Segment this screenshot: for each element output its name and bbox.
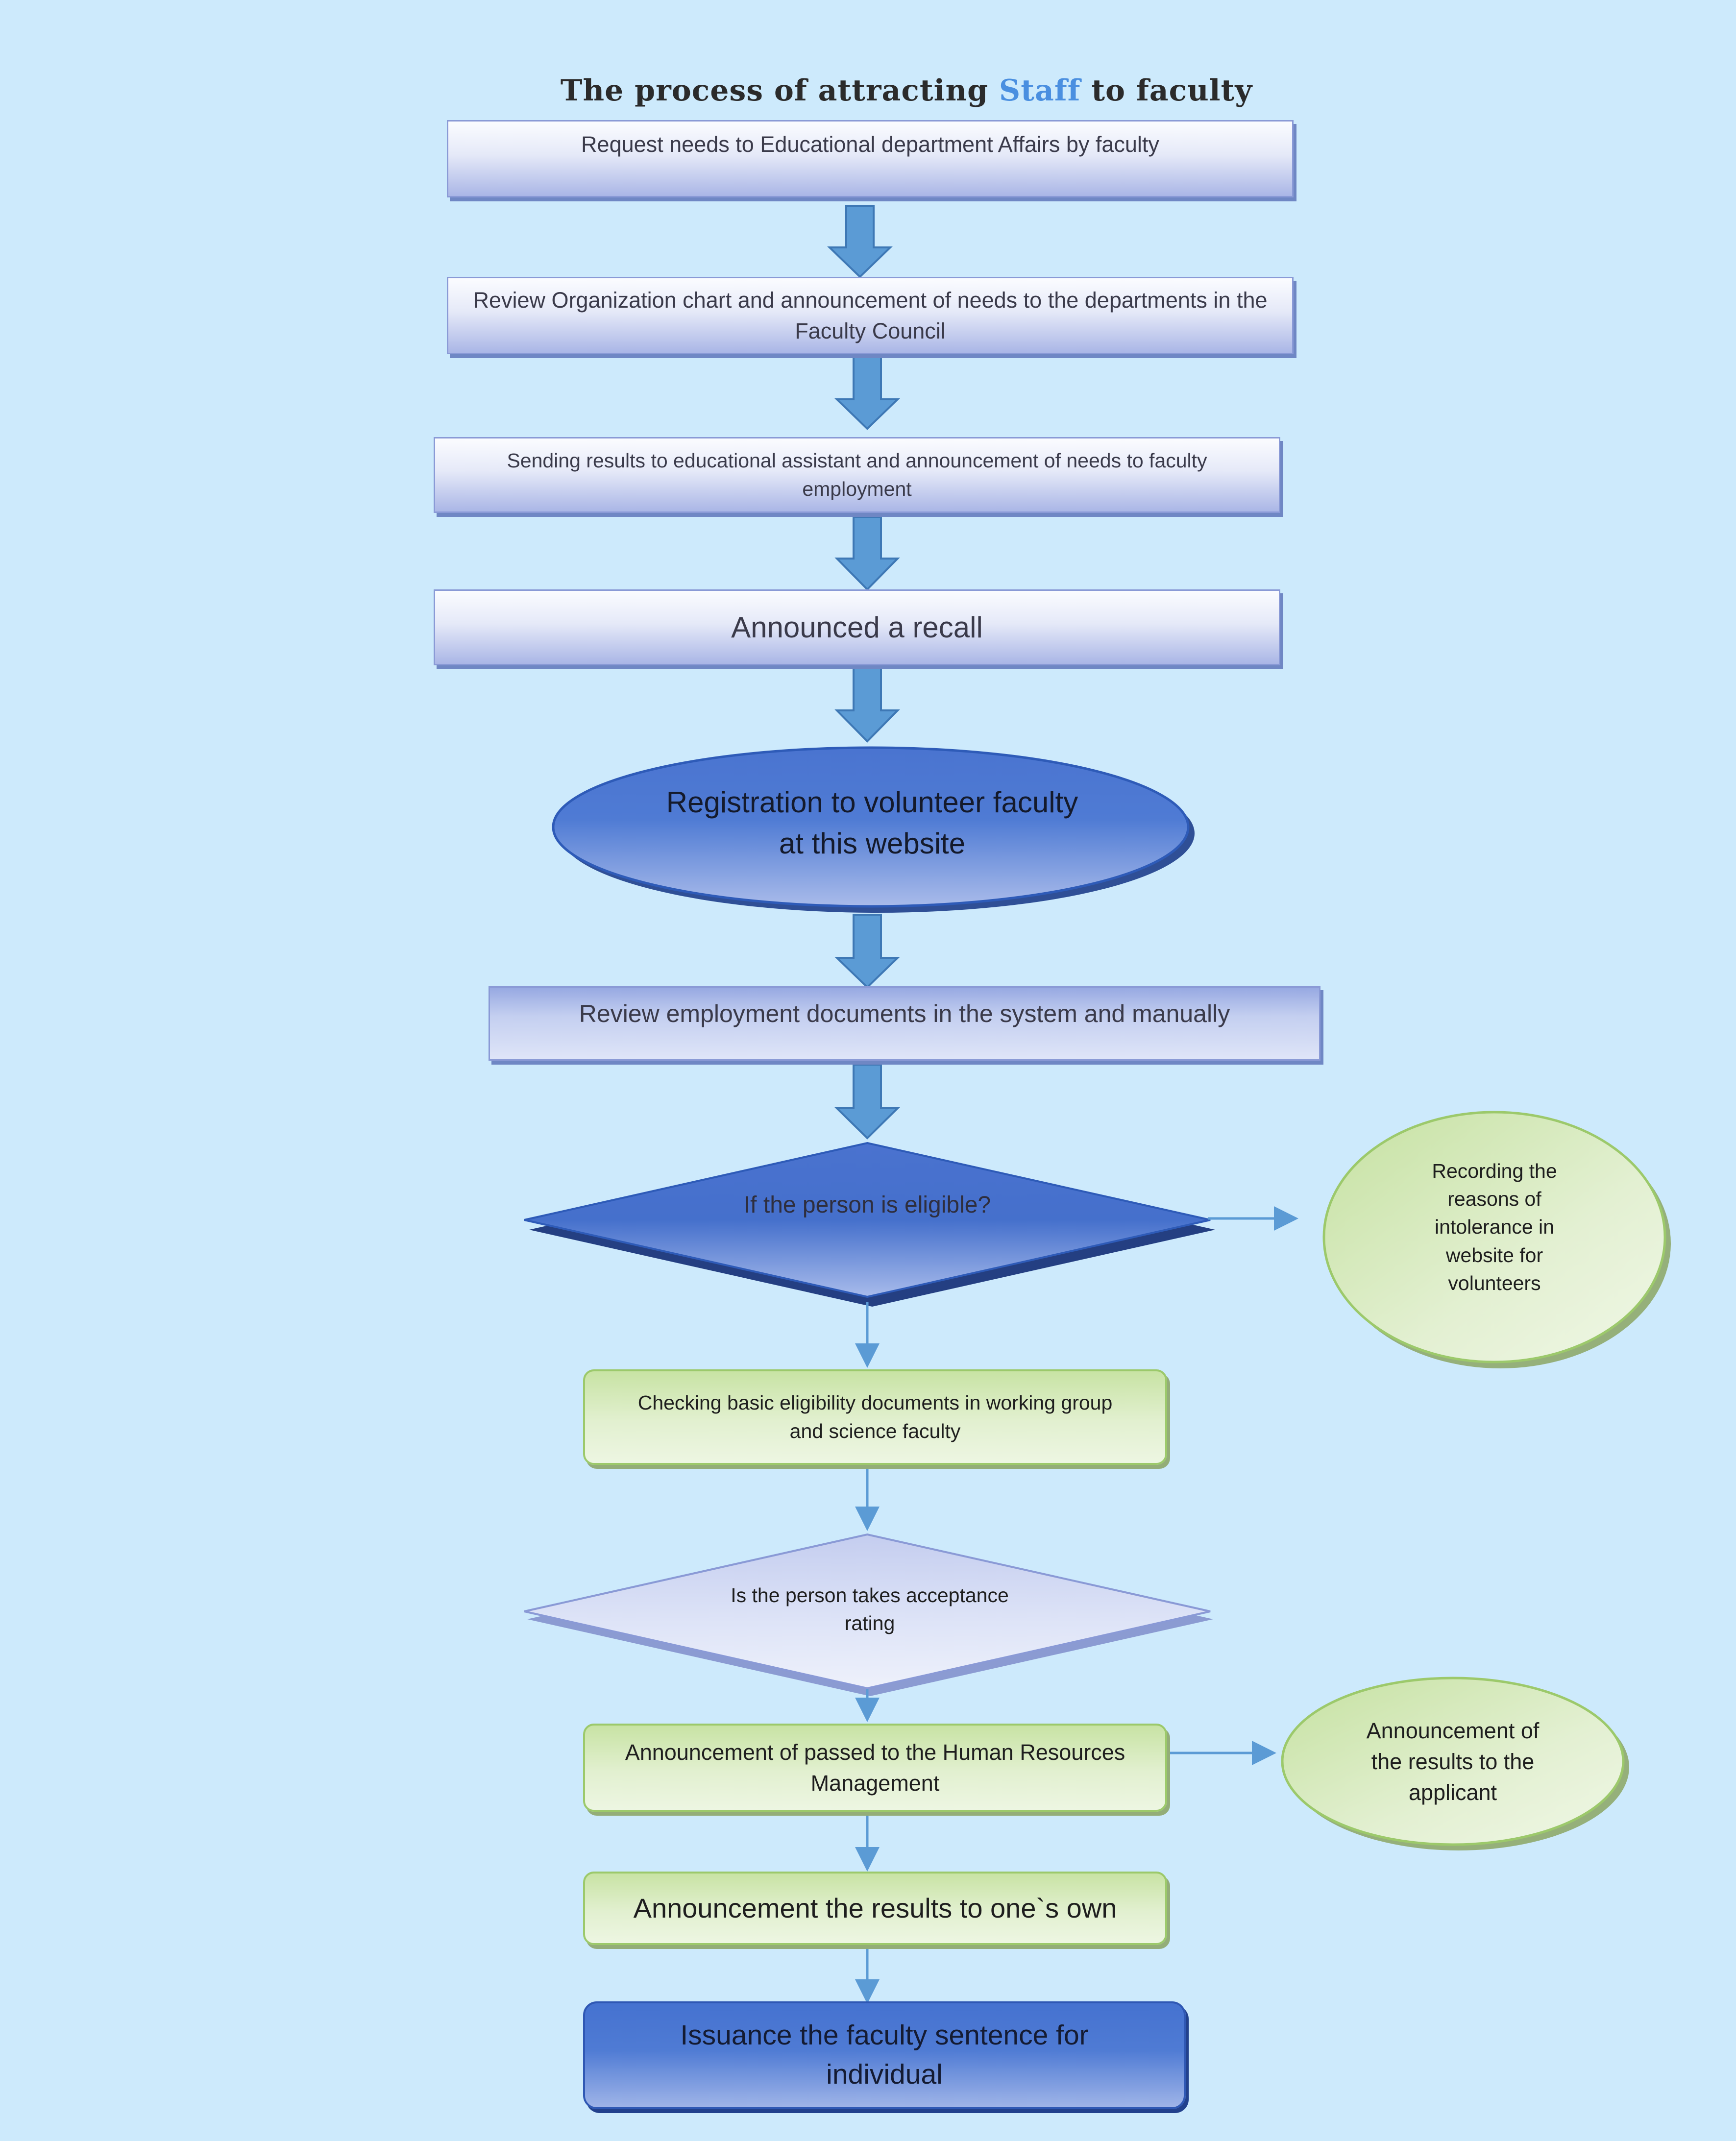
applicant-ellipse [1281,1677,1625,1846]
sending-box: Sending results to educational assistant… [434,437,1280,513]
recording-ellipse [1322,1111,1666,1363]
review-org-label: Review Organization chart and announceme… [473,288,1268,343]
issuance-box: Issuance the faculty sentence for indivi… [583,2001,1186,2109]
acceptance-label: Is the person takes acceptance rating [731,1583,1009,1634]
block-arrow-3 [834,516,900,591]
eligible-text: If the person is eligible? [661,1181,1073,1230]
block-arrow-5 [834,914,900,989]
announcement-own-label: Announcement the results to one`s own [633,1892,1117,1923]
review-docs-label: Review employment documents in the syste… [579,1000,1230,1027]
review-docs-box: Review employment documents in the syste… [489,986,1320,1061]
eligible-diamond [524,1142,1211,1298]
request-label: Request needs to Educational department … [581,131,1159,157]
recording-text: Recording the reasons of intolerance in … [1401,1149,1588,1306]
title-highlight: Staff [999,73,1081,108]
checking-label: Checking basic eligibility documents in … [637,1391,1113,1442]
acceptance-text: Is the person takes acceptance rating [706,1575,1034,1644]
diagram-title: The process of attracting Staff to facul… [441,73,1372,108]
title-part1: The process of attracting [560,73,999,108]
checking-box: Checking basic eligibility documents in … [583,1369,1167,1465]
announced-label: Announced a recall [731,610,983,644]
announced-box: Announced a recall [434,589,1280,665]
announcement-own-box: Announcement the results to one`s own [583,1872,1167,1945]
registration-label: Registration to volunteer faculty at thi… [666,786,1078,860]
block-arrow-6 [834,1064,900,1140]
issuance-label: Issuance the faculty sentence for indivi… [680,2019,1089,2090]
block-arrow-4 [834,667,900,743]
applicant-label: Announcement of the results to the appli… [1366,1718,1540,1805]
applicant-text: Announcement of the results to the appli… [1343,1700,1563,1823]
eligible-label: If the person is eligible? [743,1192,991,1218]
sending-label: Sending results to educational assistant… [507,449,1207,500]
registration-text: Registration to volunteer faculty at thi… [652,767,1093,879]
announcement-hr-box: Announcement of passed to the Human Reso… [583,1724,1167,1812]
acceptance-diamond [524,1533,1211,1690]
registration-ellipse [552,746,1190,908]
block-arrow-2 [834,356,900,430]
recording-label: Recording the reasons of intolerance in … [1432,1159,1557,1295]
title-part2: to faculty [1080,73,1253,108]
announcement-hr-label: Announcement of passed to the Human Reso… [625,1740,1125,1796]
review-org-box: Review Organization chart and announceme… [447,277,1294,354]
request-box: Request needs to Educational department … [447,120,1294,197]
block-arrow-1 [827,205,893,278]
